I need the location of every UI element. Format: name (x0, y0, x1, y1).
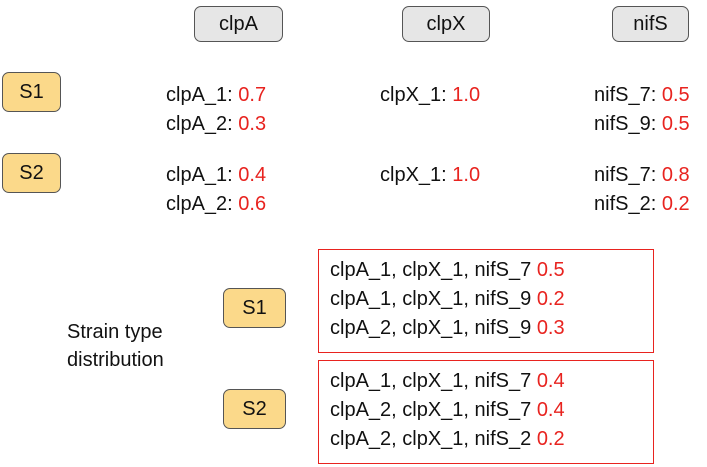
allele-value: 0.3 (238, 113, 267, 135)
allele-value: 0.6 (238, 193, 267, 215)
allele-line: clpA_1: 0.4 (166, 164, 267, 186)
allele-value: 0.8 (661, 164, 690, 186)
allele-value: 1.0 (452, 164, 481, 186)
allele-name: clpA_2 (166, 193, 228, 215)
sample-badge-s2: S2 (2, 153, 61, 193)
strain-types: clpA_1, clpX_1, nifS_7 (330, 370, 532, 392)
strain-types: clpA_2, clpX_1, nifS_7 (330, 399, 532, 421)
strain-line: clpA_1, clpX_1, nifS_9 0.2 (330, 285, 653, 314)
allele-value: 0.5 (661, 84, 690, 106)
label-line: distribution (67, 349, 164, 371)
allele-cell-s2-nifS: nifS_7: 0.8 nifS_2: 0.2 (594, 161, 690, 219)
allele-cell-s1-clpX: clpX_1: 1.0 (380, 81, 480, 110)
allele-line: nifS_7: 0.8 (594, 164, 690, 186)
allele-line: clpX_1: 1.0 (380, 164, 481, 186)
allele-value: 0.2 (661, 193, 690, 215)
strain-value: 0.2 (536, 288, 565, 310)
gene-header-clpA: clpA (194, 6, 283, 42)
allele-cell-s1-clpA: clpA_1: 0.7 clpA_2: 0.3 (166, 81, 266, 139)
allele-name: clpX_1 (380, 164, 442, 186)
allele-cell-s1-nifS: nifS_7: 0.5 nifS_9: 0.5 (594, 81, 690, 139)
sample-badge-s1: S1 (2, 72, 61, 112)
strain-value: 0.5 (536, 259, 565, 281)
allele-name: nifS_9 (594, 113, 651, 135)
allele-line: clpX_1: 1.0 (380, 84, 481, 106)
distribution-badge-s1: S1 (223, 288, 286, 328)
strain-types: clpA_1, clpX_1, nifS_7 (330, 259, 532, 281)
strain-line: clpA_1, clpX_1, nifS_7 0.4 (330, 367, 653, 396)
strain-value: 0.2 (536, 428, 565, 450)
allele-value: 0.4 (238, 164, 267, 186)
strain-line: clpA_2, clpX_1, nifS_2 0.2 (330, 425, 653, 454)
allele-value: 0.5 (661, 113, 690, 135)
gene-header-nifS: nifS (612, 6, 689, 42)
distribution-box-s1: clpA_1, clpX_1, nifS_7 0.5 clpA_1, clpX_… (318, 249, 654, 353)
label-line: Strain type (67, 321, 163, 343)
distribution-box-s2: clpA_1, clpX_1, nifS_7 0.4 clpA_2, clpX_… (318, 360, 654, 464)
strain-value: 0.4 (536, 399, 565, 421)
allele-name: clpA_1 (166, 84, 228, 106)
strain-value: 0.3 (536, 317, 565, 339)
allele-name: nifS_7 (594, 84, 651, 106)
allele-line: clpA_2: 0.6 (166, 193, 267, 215)
allele-name: clpX_1 (380, 84, 442, 106)
strain-types: clpA_2, clpX_1, nifS_9 (330, 317, 532, 339)
allele-line: clpA_1: 0.7 (166, 84, 267, 106)
allele-cell-s2-clpA: clpA_1: 0.4 clpA_2: 0.6 (166, 161, 266, 219)
strain-value: 0.4 (536, 370, 565, 392)
allele-line: clpA_2: 0.3 (166, 113, 267, 135)
strain-types: clpA_1, clpX_1, nifS_9 (330, 288, 532, 310)
gene-header-clpX: clpX (402, 6, 490, 42)
allele-line: nifS_2: 0.2 (594, 193, 690, 215)
allele-line: nifS_7: 0.5 (594, 84, 690, 106)
strain-type-distribution-label: Strain type distribution (67, 318, 164, 374)
distribution-badge-s2: S2 (223, 389, 286, 429)
allele-name: nifS_7 (594, 164, 651, 186)
allele-name: clpA_1 (166, 164, 228, 186)
allele-name: clpA_2 (166, 113, 228, 135)
allele-name: nifS_2 (594, 193, 651, 215)
strain-line: clpA_2, clpX_1, nifS_7 0.4 (330, 396, 653, 425)
strain-line: clpA_1, clpX_1, nifS_7 0.5 (330, 256, 653, 285)
allele-line: nifS_9: 0.5 (594, 113, 690, 135)
allele-value: 0.7 (238, 84, 267, 106)
strain-types: clpA_2, clpX_1, nifS_2 (330, 428, 532, 450)
strain-line: clpA_2, clpX_1, nifS_9 0.3 (330, 314, 653, 343)
allele-cell-s2-clpX: clpX_1: 1.0 (380, 161, 480, 190)
allele-value: 1.0 (452, 84, 481, 106)
